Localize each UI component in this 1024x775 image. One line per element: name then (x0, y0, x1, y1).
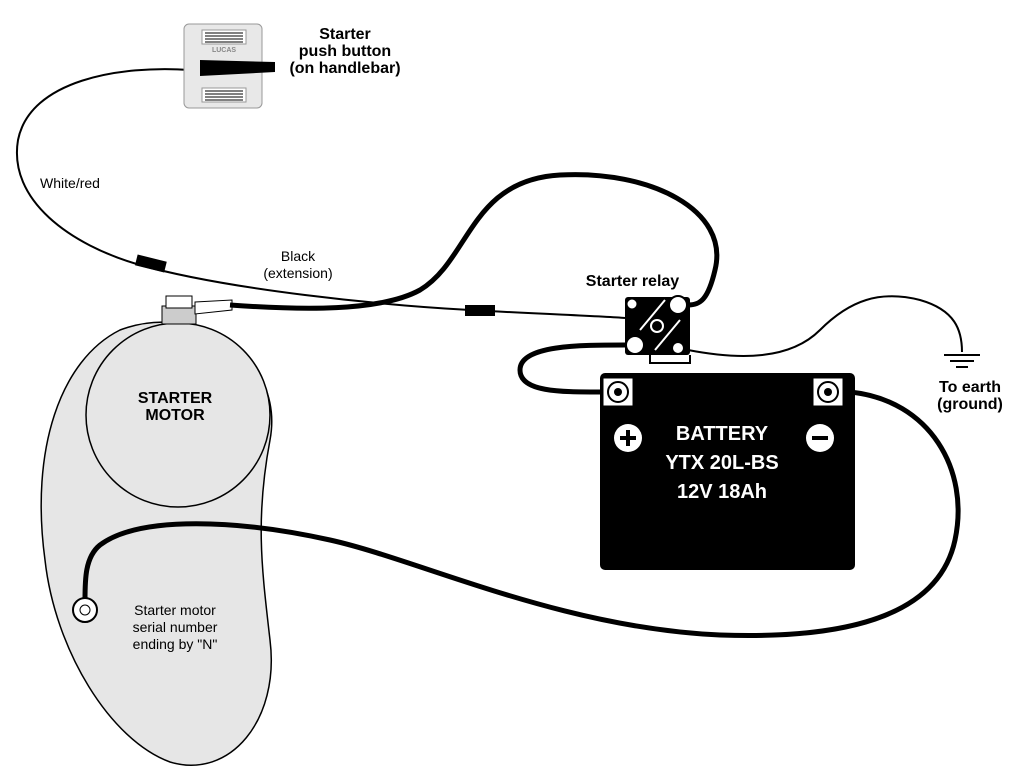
wire-connector (134, 254, 167, 273)
wire-connector (465, 305, 495, 316)
motor-terminal (161, 295, 233, 325)
white-red-label: White/red (40, 175, 100, 191)
starter-push-button: LUCAS (183, 23, 275, 109)
black-extension-label: Black (extension) (248, 248, 348, 282)
label-line: serial number (132, 619, 218, 635)
label-line: YTX 20L-BS (665, 452, 779, 474)
starter-motor-label: STARTER MOTOR (115, 390, 235, 424)
starter-relay-label: Starter relay (585, 273, 680, 290)
earth-label: To earth (ground) (925, 379, 1015, 413)
ground-icon (944, 354, 980, 368)
battery-negative-cable (82, 389, 961, 639)
battery-terminal-negative (812, 377, 844, 407)
label-line: (extension) (263, 265, 333, 281)
battery (600, 373, 855, 570)
battery-positive-cable (517, 342, 626, 395)
label-line: BATTERY (675, 423, 769, 445)
label-line: push button (298, 43, 392, 60)
label-line: 12V 18Ah (676, 481, 768, 503)
battery-label: BATTERY YTX 20L-BS 12V 18Ah (622, 420, 822, 507)
label-line: Black (280, 248, 316, 264)
label-line: To earth (939, 379, 1001, 396)
svg-text:LUCAS: LUCAS (212, 47, 236, 54)
earth-wire (687, 295, 963, 357)
battery-terminal-positive (602, 377, 634, 407)
label-line: Starter motor (134, 602, 216, 618)
label-line: Starter (319, 26, 371, 43)
label-line: (on handlebar) (289, 60, 401, 77)
label-line: MOTOR (145, 407, 205, 424)
starter-relay (625, 295, 691, 364)
motor-ground-terminal (72, 597, 98, 623)
label-line: (ground) (937, 396, 1003, 413)
push-button-label: Starter push button (on handlebar) (270, 26, 420, 77)
label-line: ending by "N" (132, 636, 218, 652)
label-line: STARTER (137, 390, 213, 407)
serial-number-label: Starter motor serial number ending by "N… (110, 602, 240, 653)
motor-relay-cable (229, 172, 720, 311)
